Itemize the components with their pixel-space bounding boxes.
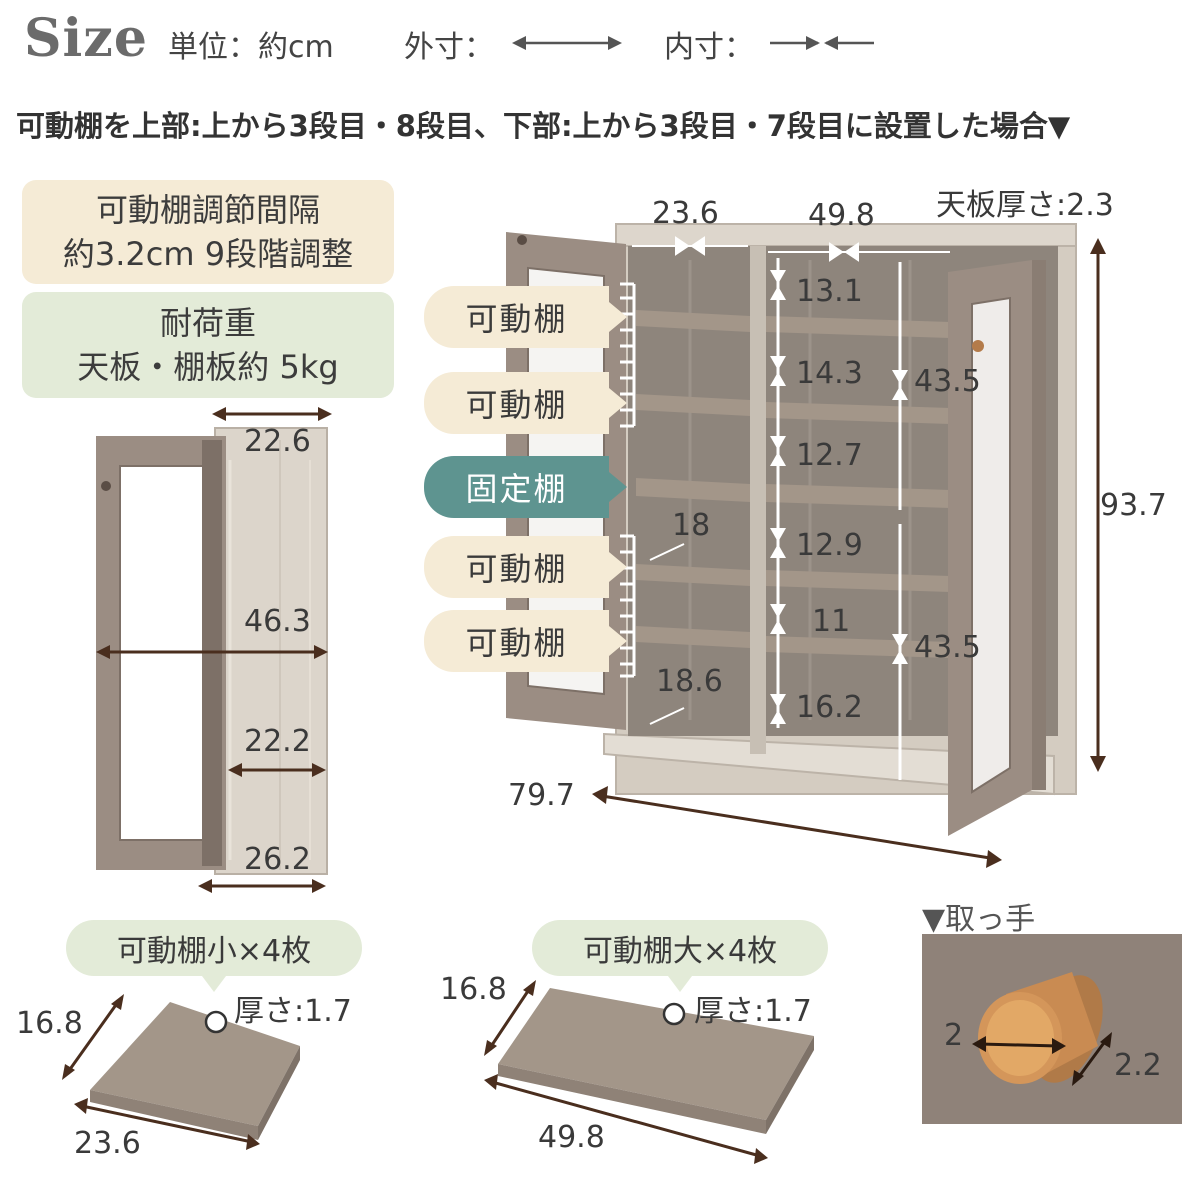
top-thickness-label: 天板厚さ:2.3 <box>936 188 1114 223</box>
inner-size-label: 内寸： <box>664 30 754 65</box>
gap-2: 14.3 <box>796 356 863 391</box>
outer-size-label: 外寸： <box>404 30 494 65</box>
gap-5: 11 <box>812 604 851 639</box>
load-line-1: 耐荷重 <box>159 304 256 342</box>
handle-length: 2.2 <box>1114 1048 1162 1083</box>
large-shelf-diagram <box>484 980 814 1164</box>
side-view-diagram <box>96 407 332 893</box>
unit-label: 単位：約cm <box>168 30 334 65</box>
large-shelf-thickness: 厚さ:1.7 <box>694 994 812 1029</box>
small-shelf-diagram <box>62 994 300 1150</box>
load-line-2: 天板・棚板約 5kg <box>77 348 339 386</box>
outer-arrow-icon <box>512 36 622 50</box>
adjust-line-2: 約3.2cm 9段階調整 <box>62 235 354 273</box>
inner-left-width: 23.6 <box>652 196 719 231</box>
small-shelf-depth: 16.8 <box>16 1006 83 1041</box>
side-inner-depth: 22.2 <box>244 724 311 759</box>
large-shelf-depth: 16.8 <box>440 972 507 1007</box>
small-shelf-width: 23.6 <box>74 1126 141 1161</box>
adjust-line-1: 可動棚調節間隔 <box>95 191 320 229</box>
gap-6: 16.2 <box>796 690 863 725</box>
inner-arrow-icon <box>770 36 874 50</box>
side-bottom-depth: 26.2 <box>244 842 311 877</box>
upper-height: 43.5 <box>914 364 981 399</box>
shelf-depth-upper: 18 <box>672 508 711 543</box>
total-width: 79.7 <box>508 778 575 813</box>
large-shelf-label: 可動棚大×4枚 <box>532 920 828 992</box>
gap-1: 13.1 <box>796 274 863 309</box>
handle-label: ▼取っ手 <box>922 902 1036 937</box>
page-title: Size <box>24 8 148 69</box>
small-shelf-label: 可動棚小×4枚 <box>66 920 362 992</box>
lower-height: 43.5 <box>914 630 981 665</box>
tag-movable-shelf-4: 可動棚 <box>424 610 627 672</box>
shelf-depth-lower: 18.6 <box>656 664 723 699</box>
handle-photo <box>922 934 1182 1124</box>
inner-right-width: 49.8 <box>808 198 875 233</box>
tag-movable-shelf-3: 可動棚 <box>424 536 627 598</box>
handle-diameter: 2 <box>944 1018 964 1053</box>
tag-fixed-shelf: 固定棚 <box>424 456 627 518</box>
adjust-interval-box: 可動棚調節間隔 約3.2cm 9段階調整 <box>22 180 394 284</box>
load-capacity-box: 耐荷重 天板・棚板約 5kg <box>22 292 394 398</box>
tag-movable-shelf-2: 可動棚 <box>424 372 627 434</box>
tag-movable-shelf-1: 可動棚 <box>424 286 627 348</box>
side-top-depth: 22.6 <box>244 424 311 459</box>
shelf-condition-text: 可動棚を上部:上から3段目・8段目、下部:上から3段目・7段目に設置した場合▼ <box>16 109 1071 143</box>
side-height: 46.3 <box>244 604 311 639</box>
gap-3: 12.7 <box>796 438 863 473</box>
total-height: 93.7 <box>1100 488 1167 523</box>
gap-4: 12.9 <box>796 528 863 563</box>
small-shelf-thickness: 厚さ:1.7 <box>234 994 352 1029</box>
large-shelf-width: 49.8 <box>538 1120 605 1155</box>
